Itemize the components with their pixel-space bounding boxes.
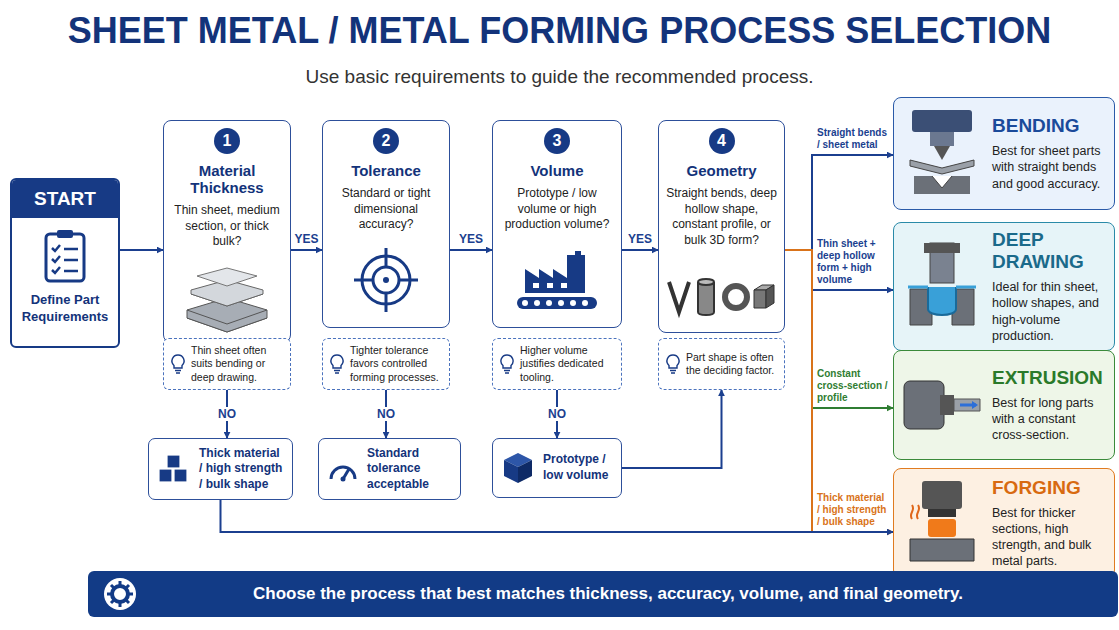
step-number: 3 — [544, 128, 570, 154]
deep-drawing-icon — [900, 239, 984, 335]
edge-label: YES — [626, 232, 654, 246]
tip-text: Higher volume justifies dedicated toolin… — [520, 344, 615, 383]
proc-box: EXTRUSION Best for long parts with a cons… — [893, 350, 1115, 460]
process-description: Ideal for thin sheet, hollow shapes, and… — [992, 279, 1108, 344]
step-number: 1 — [214, 128, 240, 154]
tip-box: Tighter tolerance favors controlled form… — [322, 338, 450, 390]
process-name: FORGING — [992, 477, 1108, 499]
press-brake-icon — [900, 106, 984, 202]
alt-box: Thick material / high strength / bulk sh… — [148, 438, 293, 500]
tip-text: Thin sheet often suits bending or deep d… — [191, 344, 284, 383]
cube-icon — [501, 451, 535, 485]
process-description: Best for long parts with a constant cros… — [992, 395, 1108, 444]
tip-box: Thin sheet often suits bending or deep d… — [163, 338, 291, 390]
step-heading: Tolerance — [351, 162, 421, 179]
plates-icon — [177, 260, 277, 336]
start-box: START Define Part Requirements — [10, 178, 120, 348]
step-box: 3VolumePrototype / low volume or high pr… — [492, 120, 622, 328]
subtitle: Use basic requirements to guide the reco… — [0, 66, 1119, 88]
alt-box: Prototype / low volume — [492, 438, 622, 498]
process-text: DEEP DRAWING Ideal for thin sheet, hollow… — [984, 229, 1108, 344]
start-text: Define Part Requirements — [12, 292, 118, 336]
step-heading: Volume — [530, 162, 583, 179]
edge-label: Constant cross-section / profile — [817, 368, 889, 404]
bulb-icon — [329, 353, 345, 375]
process-text: FORGING Best for thicker sections, high s… — [984, 477, 1108, 570]
tip-box: Part shape is often the deciding factor. — [658, 338, 785, 390]
step-question: Standard or tight dimensional accuracy? — [329, 186, 443, 233]
step-heading: Geometry — [686, 162, 756, 179]
edge-label: NO — [216, 407, 238, 421]
connector — [785, 250, 893, 532]
forging-icon — [900, 475, 984, 571]
caption: Choose the process that best matches thi… — [138, 584, 1118, 604]
tip-box: Higher volume justifies dedicated toolin… — [492, 338, 622, 390]
bulb-icon — [170, 353, 186, 375]
step-box: 2ToleranceStandard or tight dimensional … — [322, 120, 450, 328]
alt-box: Standard tolerance acceptable — [318, 438, 461, 500]
caption-band: Choose the process that best matches thi… — [88, 571, 1118, 617]
tip-text: Part shape is often the deciding factor. — [686, 351, 778, 377]
process-name: BENDING — [992, 115, 1108, 137]
step-box: 1Material ThicknessThin sheet, medium se… — [163, 120, 291, 343]
cubes-icon — [157, 453, 191, 485]
bulb-icon — [499, 353, 515, 375]
proc-box: FORGING Best for thicker sections, high s… — [893, 468, 1115, 578]
branch-text: Prototype / low volume — [543, 452, 613, 483]
step-question: Straight bends, deep hollow shape, const… — [665, 186, 778, 248]
edge-label: NO — [375, 407, 397, 421]
step-box: 4GeometryStraight bends, deep hollow sha… — [658, 120, 785, 333]
start-header: START — [12, 180, 118, 218]
connector — [622, 249, 658, 251]
step-heading: Material Thickness — [170, 162, 284, 196]
process-description: Best for sheet parts with straight bends… — [992, 143, 1108, 192]
step-number: 4 — [709, 128, 735, 154]
edge-label: YES — [457, 232, 485, 246]
gauge-icon — [327, 455, 359, 483]
process-description: Best for thicker sections, high strength… — [992, 505, 1108, 570]
branch-text: Thick material / high strength / bulk sh… — [199, 446, 284, 493]
connector — [785, 155, 893, 250]
edge-label: Thin sheet + deep hollow form + high vol… — [817, 238, 889, 286]
connector — [291, 249, 322, 251]
factory-icon — [507, 245, 607, 315]
clipboard-icon — [40, 228, 90, 284]
connector — [221, 500, 894, 532]
process-name: DEEP DRAWING — [992, 229, 1108, 273]
edge-label: Straight bends / sheet metal — [817, 127, 889, 151]
edge-label: NO — [546, 407, 568, 421]
process-name: EXTRUSION — [992, 367, 1108, 389]
connector — [120, 249, 163, 251]
edge-label: YES — [293, 232, 321, 246]
step-question: Thin sheet, medium section, or thick bul… — [170, 203, 284, 250]
proc-box: BENDING Best for sheet parts with straigh… — [893, 97, 1115, 210]
connector — [622, 390, 722, 468]
proc-box: DEEP DRAWING Ideal for thin sheet, hollow… — [893, 222, 1115, 351]
title: SHEET METAL / METAL FORMING PROCESS SELE… — [0, 10, 1119, 52]
step-question: Prototype / low volume or high productio… — [499, 186, 615, 233]
process-text: EXTRUSION Best for long parts with a cons… — [984, 367, 1108, 444]
gear-icon — [102, 576, 138, 612]
branch-text: Standard tolerance acceptable — [367, 446, 452, 493]
connector — [785, 250, 893, 408]
geometry-icons — [666, 266, 778, 326]
process-text: BENDING Best for sheet parts with straigh… — [984, 115, 1108, 192]
target-icon — [351, 245, 421, 315]
connector — [450, 249, 492, 251]
tip-text: Tighter tolerance favors controlled form… — [350, 344, 443, 383]
edge-label: Thick material / high strength / bulk sh… — [817, 492, 889, 528]
bulb-icon — [665, 353, 681, 375]
extrusion-icon — [900, 357, 984, 453]
step-number: 2 — [373, 128, 399, 154]
